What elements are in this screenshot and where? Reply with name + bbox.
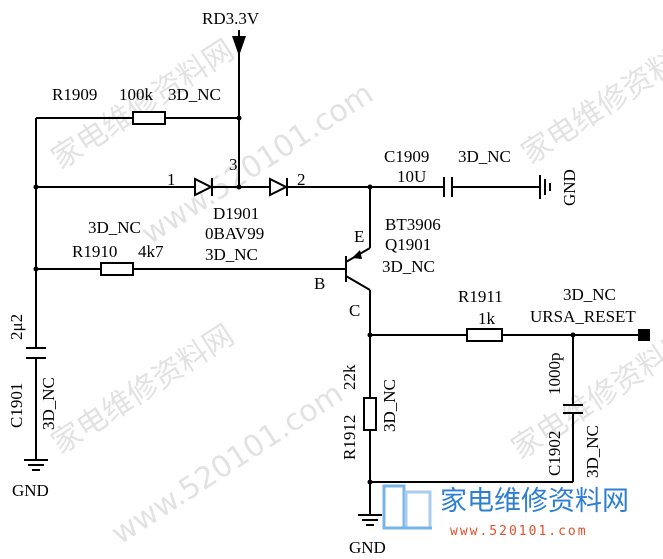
capacitor-c1901 bbox=[26, 347, 46, 359]
ground-symbol-left-icon bbox=[24, 459, 48, 471]
r1911-value: 1k bbox=[478, 309, 496, 328]
logo-url: www.520101.com bbox=[450, 524, 588, 539]
ground-symbol-bottom-icon bbox=[358, 514, 382, 526]
transistor-q1901 bbox=[345, 247, 371, 291]
watermark-cn-3: 家电维修资料网 bbox=[515, 28, 663, 172]
site-logo: 家电维修资料网 www.520101.com bbox=[382, 484, 629, 539]
resistor-r1911 bbox=[466, 328, 503, 342]
c1902-option: 3D_NC bbox=[583, 425, 602, 478]
c1901-option: 3D_NC bbox=[39, 377, 58, 430]
r1912-value: 22k bbox=[340, 364, 359, 390]
c1909-option: 3D_NC bbox=[458, 147, 511, 166]
watermark-cn-1: 家电维修资料网 bbox=[45, 33, 240, 177]
r1910-ref: R1910 bbox=[72, 242, 117, 261]
pin1-label: 1 bbox=[167, 170, 176, 189]
c1901-value: 2μ2 bbox=[7, 314, 26, 340]
pin2-label: 2 bbox=[297, 170, 306, 189]
c1909-ref: C1909 bbox=[384, 147, 429, 166]
r1912-ref: R1912 bbox=[340, 415, 359, 460]
reset-port-marker bbox=[638, 329, 650, 341]
ground-symbol-right-icon bbox=[539, 175, 551, 199]
capacitor-c1909 bbox=[443, 177, 453, 197]
q1901-option: 3D_NC bbox=[382, 257, 435, 276]
q1901-ref: Q1901 bbox=[385, 235, 431, 254]
resistor-r1910 bbox=[100, 262, 134, 276]
c1902-value: 1000p bbox=[545, 353, 564, 396]
base-pin-label: B bbox=[314, 274, 325, 293]
logo-title: 家电维修资料网 bbox=[440, 486, 629, 517]
resistor-r1909 bbox=[132, 111, 166, 125]
resistor-r1912 bbox=[363, 397, 377, 431]
power-rail-arrow-icon bbox=[232, 30, 246, 56]
r1910-option: 3D_NC bbox=[88, 218, 141, 237]
c1909-value: 10U bbox=[397, 167, 426, 186]
d1901-part: 0BAV99 bbox=[205, 224, 264, 243]
reset-net-label: URSA_RESET bbox=[530, 307, 636, 326]
r1912-option: 3D_NC bbox=[380, 379, 399, 432]
r1909-value: 100k bbox=[119, 85, 154, 104]
gnd-left-label: GND bbox=[12, 481, 49, 500]
gnd-right-label: GND bbox=[560, 169, 579, 206]
diode-d1901 bbox=[194, 177, 289, 197]
watermark-cn-2: 家电维修资料网 bbox=[45, 318, 240, 462]
pin3-label: 3 bbox=[229, 155, 238, 174]
reset-option: 3D_NC bbox=[563, 285, 616, 304]
r1911-ref: R1911 bbox=[458, 287, 503, 306]
rail-label: RD3.3V bbox=[202, 9, 260, 28]
q1901-part: BT3906 bbox=[385, 215, 441, 234]
junction-dots bbox=[33, 115, 576, 485]
collector-pin-label: C bbox=[349, 301, 360, 320]
c1902-ref: C1902 bbox=[545, 431, 564, 476]
r1909-option: 3D_NC bbox=[168, 85, 221, 104]
gnd-bottom-label: GND bbox=[349, 538, 386, 557]
c1901-ref: C1901 bbox=[7, 383, 26, 428]
r1909-ref: R1909 bbox=[52, 85, 97, 104]
component-labels: RD3.3V R1909 100k 3D_NC 3 1 2 D1901 0BAV… bbox=[7, 9, 636, 557]
d1901-option: 3D_NC bbox=[205, 245, 258, 264]
logo-book-icon bbox=[382, 484, 432, 530]
r1910-value: 4k7 bbox=[138, 242, 164, 261]
emitter-pin-label: E bbox=[354, 227, 364, 246]
capacitor-c1902 bbox=[563, 404, 583, 414]
d1901-ref: D1901 bbox=[213, 204, 259, 223]
